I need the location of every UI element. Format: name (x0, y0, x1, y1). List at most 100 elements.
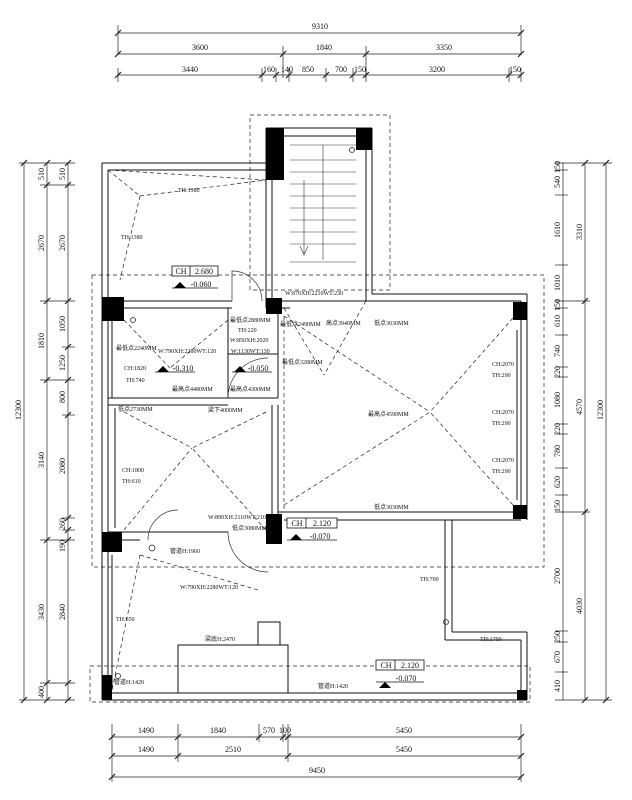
ceiling-tag-2-value: 2.120 (313, 519, 331, 528)
ceiling-tag-3: CH 2.120 -0.070 (375, 659, 425, 688)
level-b-text: -0.050 (248, 364, 269, 373)
dim-bot-r1-4: 5450 (396, 726, 412, 735)
staircase (290, 144, 356, 263)
label-low3030a: 低点3030MM (374, 319, 409, 327)
label-low2490: 最低点2490MM (280, 320, 321, 328)
ceiling-tag-3-level: -0.070 (396, 674, 417, 683)
walls (101, 127, 528, 701)
dim-top-r2-2: 140 (281, 65, 293, 74)
label-low2730: 低点2730MM (118, 405, 153, 413)
label-ch1800: CH:1800 (122, 468, 144, 474)
label-th650: TH:650 (116, 617, 135, 623)
level-marker-b: -0.050 (232, 364, 272, 373)
dim-left-r1-4: 3430 (37, 604, 46, 620)
top-dimensions (114, 25, 525, 82)
dim-left-r1-3: 3140 (37, 452, 46, 468)
dim-right-r1-15: 410 (553, 680, 562, 692)
dim-left-r1-2: 1810 (37, 333, 46, 349)
right-dimension-texts: 12300 3310 4570 2700 4030 150 540 1610 1… (553, 161, 605, 692)
label-w1130: W:1130WT:130 (231, 349, 270, 355)
label-high3940: 高点3940MM (326, 319, 361, 327)
label-th740: TH:740 (126, 378, 145, 384)
right-dimensions (555, 159, 612, 704)
label-high4480: 最高点4480MM (172, 385, 213, 393)
dim-left-r2-2: 1050 (58, 316, 67, 332)
ceiling-tag-1-prefix: CH (175, 267, 186, 276)
dim-bot-total: 9450 (309, 766, 325, 775)
label-low3030b: 低点3030MM (374, 503, 409, 511)
dim-bot-r2-2: 5450 (396, 745, 412, 754)
dim-left-r2-8: 2840 (58, 604, 67, 620)
bottom-dimension-texts: 1490 1840 570 100 5450 1490 2510 5450 94… (138, 726, 412, 775)
dim-top-r2-5: 150 (354, 65, 366, 74)
ceiling-tag-3-prefix: CH (380, 661, 391, 670)
ceiling-tag-3-value: 2.120 (401, 661, 419, 670)
columns (102, 128, 527, 700)
dim-right-r2-3: 4030 (575, 598, 584, 614)
dim-top-r2-1: 160 (263, 65, 275, 74)
dim-top-r1-1: 1840 (316, 43, 332, 52)
dim-right-r1-13: 250 (553, 631, 562, 643)
label-th1380b: TH:1380 (121, 235, 143, 241)
label-beam2470: 梁底H:2470 (205, 635, 235, 643)
fixture-circles (115, 147, 449, 679)
dim-right-r1-7: 220 (553, 366, 562, 378)
dim-left-r2-4: 800 (58, 391, 67, 403)
dim-bot-r1-3: 100 (279, 726, 291, 735)
dim-top-r1-2: 3350 (436, 43, 452, 52)
label-ch1820: CH:1820 (124, 366, 146, 372)
dim-right-r1-3: 1010 (553, 275, 562, 291)
dim-left-r1-5: 400 (37, 686, 46, 698)
label-th1380a: TH:1380 (178, 188, 200, 194)
dim-left-r1-0: 510 (37, 168, 46, 180)
dim-top-r2-4: 700 (335, 65, 347, 74)
label-low3080: 低点3080MM (232, 524, 267, 532)
dim-right-r1-5: 610 (553, 315, 562, 327)
dim-right-r1-4: 150 (553, 299, 562, 311)
label-th290a: TH:290 (492, 373, 511, 379)
dim-left-total: 12300 (14, 400, 23, 420)
label-w850: W:850XH:2020 (230, 338, 268, 344)
label-w790b: W:790XH:2280WT:120 (180, 585, 238, 591)
label-th290c: TH:290 (492, 469, 511, 475)
dim-left-r2-6: 260 (58, 518, 67, 530)
ceiling-tag-1: CH 2.680 -0.060 (171, 265, 219, 289)
label-door1: W:870XH:2210WT:230 (285, 291, 343, 297)
dim-left-r2-5: 2080 (58, 458, 67, 474)
bottom-dimensions (108, 724, 525, 782)
ceiling-tag-2: CH 2.120 -0.070 (286, 517, 338, 541)
level-a-text: -0.310 (173, 364, 194, 373)
label-th610: TH:610 (122, 479, 141, 485)
label-ch2070a: CH:2070 (492, 362, 514, 368)
dim-right-r2-0: 3310 (575, 224, 584, 240)
label-low3280: 最低点3280MM (282, 358, 323, 366)
dim-top-r2-0: 3440 (182, 65, 198, 74)
dim-right-total: 12300 (596, 400, 605, 420)
ceiling-lines (89, 114, 545, 703)
label-pipe1960: 管道H:1960 (170, 547, 200, 555)
dim-bot-r2-1: 2510 (225, 745, 241, 754)
dim-left-r2-7: 190 (58, 540, 67, 552)
dim-top-r2-7: 150 (509, 65, 521, 74)
dim-right-r1-14: 670 (553, 651, 562, 663)
dim-right-r1-0: 150 (553, 161, 562, 173)
dim-right-r1-10: 780 (553, 445, 562, 457)
dim-left-r2-1: 2670 (58, 235, 67, 251)
left-dimensions (19, 159, 75, 704)
dim-bot-r2-0: 1490 (138, 745, 154, 754)
ceiling-tag-2-level: -0.070 (310, 532, 331, 541)
dim-top-total: 9310 (312, 22, 328, 31)
dim-right-r1-9: 220 (553, 423, 562, 435)
ceiling-tag-1-level: -0.060 (191, 280, 212, 289)
dim-right-r1-6: 740 (553, 345, 562, 357)
label-ch2070b: CH:2070 (492, 410, 514, 416)
label-th700: TH:700 (420, 577, 439, 583)
label-beam4000: 梁下4000MM (208, 406, 243, 414)
label-high4590: 最高点4590MM (368, 410, 409, 418)
label-th1700: TH:1700 (480, 637, 502, 643)
label-high4300: 最高点4300MM (230, 385, 271, 393)
dim-top-r2-6: 3200 (429, 65, 445, 74)
dim-right-r2-1: 4570 (575, 399, 584, 415)
label-th220: TH:220 (238, 328, 257, 334)
